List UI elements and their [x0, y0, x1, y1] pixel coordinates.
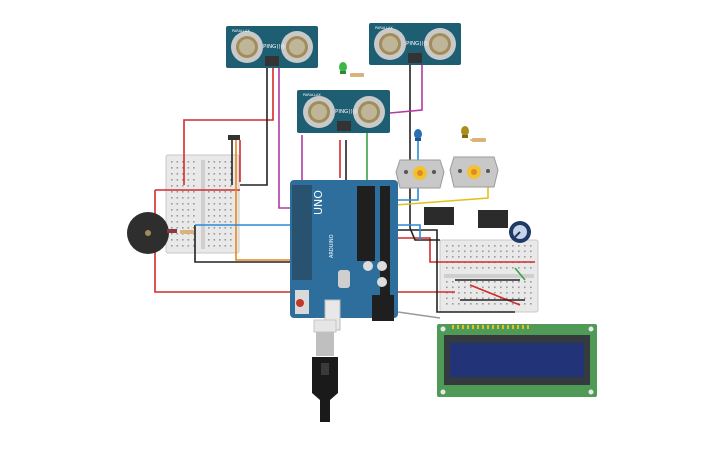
dc-motor-1: [395, 159, 445, 189]
relay-2: [478, 210, 508, 228]
sensor-2-model: PING)))): [406, 41, 428, 47]
dc-motor-2: [449, 156, 499, 188]
sensor-3-model: PING)))): [335, 109, 357, 115]
left-breadboard: [165, 154, 240, 254]
usb-cable-icon: [312, 319, 338, 422]
transistor: [228, 135, 240, 140]
arduino-uno-board: UNO ARDUINO: [290, 180, 398, 331]
buzzer-icon: [127, 212, 194, 254]
sensor-2-tag: PARALLAX: [375, 26, 393, 30]
lcd-module: [437, 324, 597, 397]
arduino-brand-label: ARDUINO: [329, 234, 335, 258]
ultrasonic-sensor-2: PING)))) PARALLAX: [369, 23, 461, 65]
led-blue: [414, 129, 422, 141]
sensor-1-tag: PARALLAX: [232, 29, 250, 33]
relay-1: [424, 207, 454, 225]
right-breadboard: [439, 239, 539, 313]
led-green: [339, 62, 364, 77]
sensor-3-tag: PARALLAX: [303, 93, 321, 97]
arduino-model-label: UNO: [312, 190, 325, 215]
ultrasonic-sensor-1: PING)))) PARALLAX: [226, 26, 318, 68]
potentiometer-icon: [509, 221, 531, 243]
led-yellow: [461, 126, 486, 142]
sensor-1-model: PING)))): [263, 44, 285, 50]
ultrasonic-sensor-3: PING)))) PARALLAX: [297, 90, 390, 133]
